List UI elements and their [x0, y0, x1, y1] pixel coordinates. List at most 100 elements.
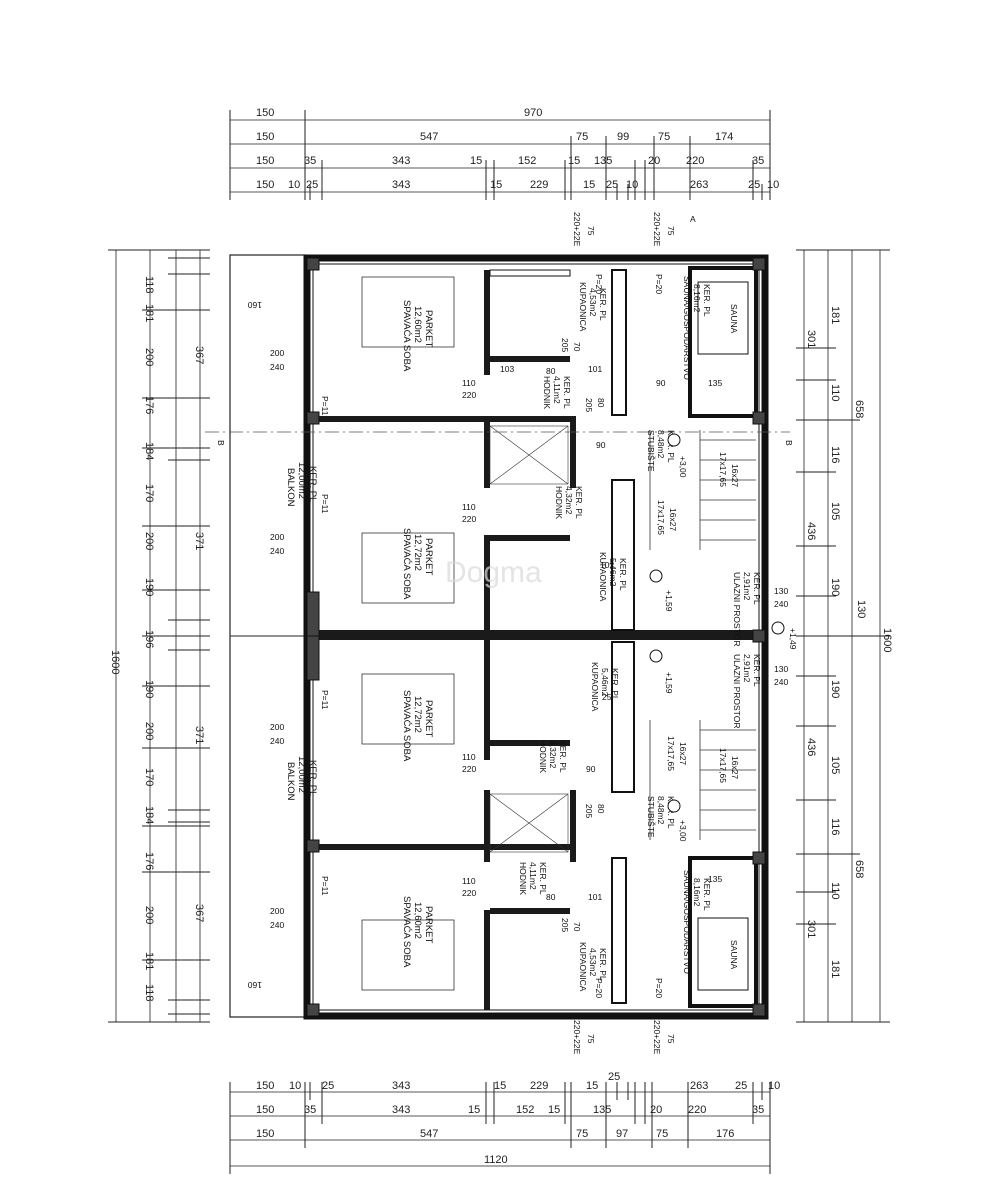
bot-dim-r1-k: 10 [768, 1080, 780, 1092]
misc-160-top: 160 [248, 300, 262, 310]
bot-dim-r2-j: 35 [752, 1104, 764, 1116]
room-balcony-2-floor: KER. PL [307, 760, 318, 796]
room-stair-2-area: 8,48m2 [656, 796, 666, 825]
left-dim-a15: 200 [143, 906, 155, 924]
left-dim-b2: 371 [193, 532, 205, 550]
bot-dim-r2-c: 343 [392, 1104, 410, 1116]
right-dim-m1: 658 [853, 400, 865, 418]
room-bath-2-area: 5,46m2 [608, 558, 618, 587]
section-a-top: A [690, 214, 696, 224]
bot-dim-r3-d: 97 [616, 1128, 628, 1140]
top-dim-r4-k: 25 [748, 179, 760, 191]
section-b-right: B [784, 440, 794, 446]
right-dim-b3: 116 [829, 446, 841, 464]
door-w-1: 80 [596, 398, 606, 408]
left-dim-a10: 190 [143, 680, 155, 698]
misc-135-top: 135 [708, 378, 722, 388]
top-dim-r4-e: 15 [490, 179, 502, 191]
bot-dim-r3-e: 75 [656, 1128, 668, 1140]
stair-rise-1: 17x17,65 [718, 452, 728, 487]
right-dim-b8: 105 [829, 756, 841, 774]
room-hall-4-floor: KER. PL [538, 862, 548, 895]
right-dim-b7: 190 [829, 680, 841, 698]
top-dim-r4-a: 150 [256, 179, 274, 191]
right-dim-b1: 181 [829, 306, 841, 324]
bot-dim-r2-d: 15 [468, 1104, 480, 1116]
top-dim-r3-h: 20 [648, 155, 660, 167]
bot-dim-r1-f: 229 [530, 1080, 548, 1092]
room-hall-2-name: HODNIK [554, 486, 564, 519]
door-w-7: 90 [656, 378, 666, 388]
room-sauna-2-name: SAUNA/GOSPODARSTVO [682, 870, 692, 974]
left-dim-a4: 176 [143, 396, 155, 414]
stair-rise-4: 17x17,65 [718, 748, 728, 783]
window-h-8: 220 [462, 888, 476, 898]
window-h-10: 240 [774, 677, 788, 687]
misc-160-bot: 160 [248, 980, 262, 990]
door-w-2: 70 [572, 342, 582, 352]
room-stair-2-floor: KER. PL [666, 796, 676, 829]
door-w-6: 90 [586, 764, 596, 774]
bot-dim-r2-h: 20 [650, 1104, 662, 1116]
room-labels: SPAVAĆA SOBA 12,60m2 PARKET SPAVAĆA SOBA… [285, 276, 762, 992]
top-dim-r3-d: 15 [470, 155, 482, 167]
room-entry-1-name: ULAZNI PROSTOR [732, 572, 742, 646]
room-bedroom-3-name: SPAVAĆA SOBA [401, 690, 412, 762]
right-dim-b9: 116 [829, 818, 841, 836]
room-sauna-2-area: 8,16m2 [692, 878, 702, 907]
right-dim-a2: 436 [805, 522, 817, 540]
room-hall-1-area: 4,11m2 [552, 376, 562, 404]
parapet-6: P=20 [654, 274, 664, 294]
level-5: +3,00 [678, 820, 688, 842]
room-bath-3-floor: KER. PL [610, 668, 620, 701]
top-dim-r2-d: 99 [617, 131, 629, 143]
top-dim-r4-g: 15 [583, 179, 595, 191]
room-stair-2-name: STUBIŠTE [646, 796, 656, 838]
bot-dim-r1-e: 15 [494, 1080, 506, 1092]
room-bedroom-4-name: SPAVAĆA SOBA [401, 896, 412, 968]
room-hall-4-area: 4,11m2 [528, 862, 538, 890]
top-dim-r4-h: 25 [606, 179, 618, 191]
left-dim-b1: 367 [193, 346, 205, 364]
bot-dim-r1-c: 25 [322, 1080, 334, 1092]
window-h-2: 240 [270, 546, 284, 556]
level-2: +1,59 [664, 590, 674, 612]
right-dim-b11: 181 [829, 960, 841, 978]
room-hall-3-name: HODNIK [538, 740, 548, 773]
right-dim-total: 1600 [881, 628, 893, 652]
top-dim-r3-j: 35 [752, 155, 764, 167]
bot-window-2b: 220+22E [652, 1020, 662, 1055]
top-dim-r3-g: 135 [594, 155, 612, 167]
right-dim-a3: 436 [805, 738, 817, 756]
top-dim-r4-b: 10 [288, 179, 300, 191]
left-dim-b3: 371 [193, 726, 205, 744]
opening-labels: 200 240 200 240 200 240 200 240 110 220 … [216, 212, 798, 1055]
sauna-label-2: SAUNA [729, 940, 739, 970]
right-dim-a4: 301 [805, 920, 817, 938]
room-bath-4-area: 4,53m2 [588, 948, 598, 977]
level-markers [649, 433, 785, 813]
room-bedroom-4-area: 12,60m2 [412, 902, 423, 939]
left-dim-a5: 184 [143, 442, 155, 460]
parapet-1: P=11 [320, 396, 330, 416]
bot-dim-r1-i: 263 [690, 1080, 708, 1092]
left-dim-a11: 200 [143, 722, 155, 740]
door-w-9: 80 [546, 892, 556, 902]
bot-dim-r1-a: 150 [256, 1080, 274, 1092]
bot-dim-r2-a: 150 [256, 1104, 274, 1116]
window-w-2: 200 [270, 532, 284, 542]
left-dim-a13: 184 [143, 806, 155, 824]
window-w-10: 130 [774, 664, 788, 674]
parapet-2: P=11 [320, 494, 330, 514]
room-balcony-1-name: BALKON [285, 468, 296, 507]
right-dim-a1: 301 [805, 330, 817, 348]
stair-rise-2: 17x17,65 [656, 500, 666, 535]
misc-101-bot: 101 [588, 892, 602, 902]
top-window-2b: 220+22E [652, 212, 662, 247]
misc-101-top: 101 [588, 364, 602, 374]
left-dim-a16: 181 [143, 952, 155, 970]
room-sauna-1-floor: KER. PL [702, 284, 712, 317]
door-w-4: 80 [596, 804, 606, 814]
stair-steps-1: 16x27 [730, 464, 740, 487]
misc-103: 103 [500, 364, 514, 374]
